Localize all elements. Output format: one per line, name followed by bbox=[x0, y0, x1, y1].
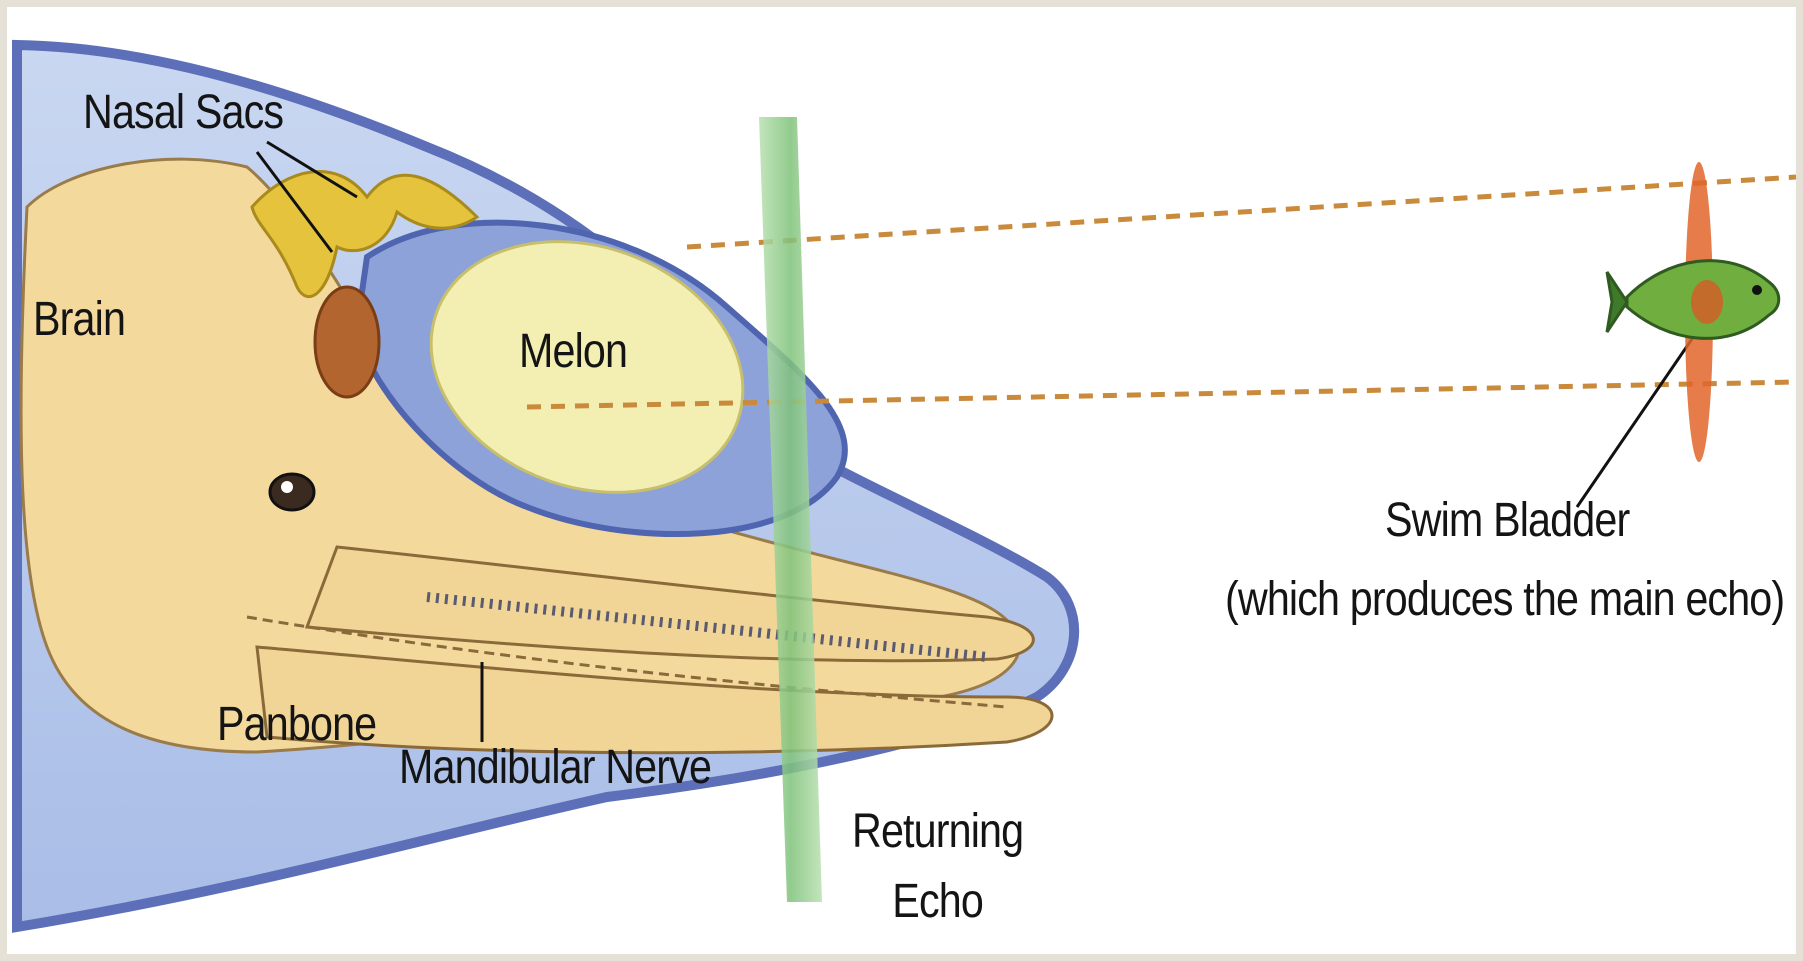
label-returning-echo: Returning Echo bbox=[852, 797, 1023, 937]
label-mandibular-nerve: Mandibular Nerve bbox=[399, 740, 711, 795]
label-brain: Brain bbox=[33, 292, 125, 347]
label-returning-echo-line2: Echo bbox=[852, 867, 1023, 937]
fish bbox=[1607, 261, 1779, 339]
label-melon: Melon bbox=[519, 324, 627, 379]
eye bbox=[270, 474, 314, 510]
label-swim-bladder-note: (which produces the main echo) bbox=[1225, 572, 1784, 627]
eye-highlight bbox=[281, 481, 293, 493]
outgoing-click-upper bbox=[687, 177, 1796, 247]
label-swim-bladder: Swim Bladder bbox=[1385, 493, 1629, 548]
phonic-lips bbox=[315, 287, 379, 397]
label-nasal-sacs: Nasal Sacs bbox=[83, 85, 283, 140]
label-panbone: Panbone bbox=[217, 697, 376, 752]
label-returning-echo-line1: Returning bbox=[852, 797, 1023, 867]
